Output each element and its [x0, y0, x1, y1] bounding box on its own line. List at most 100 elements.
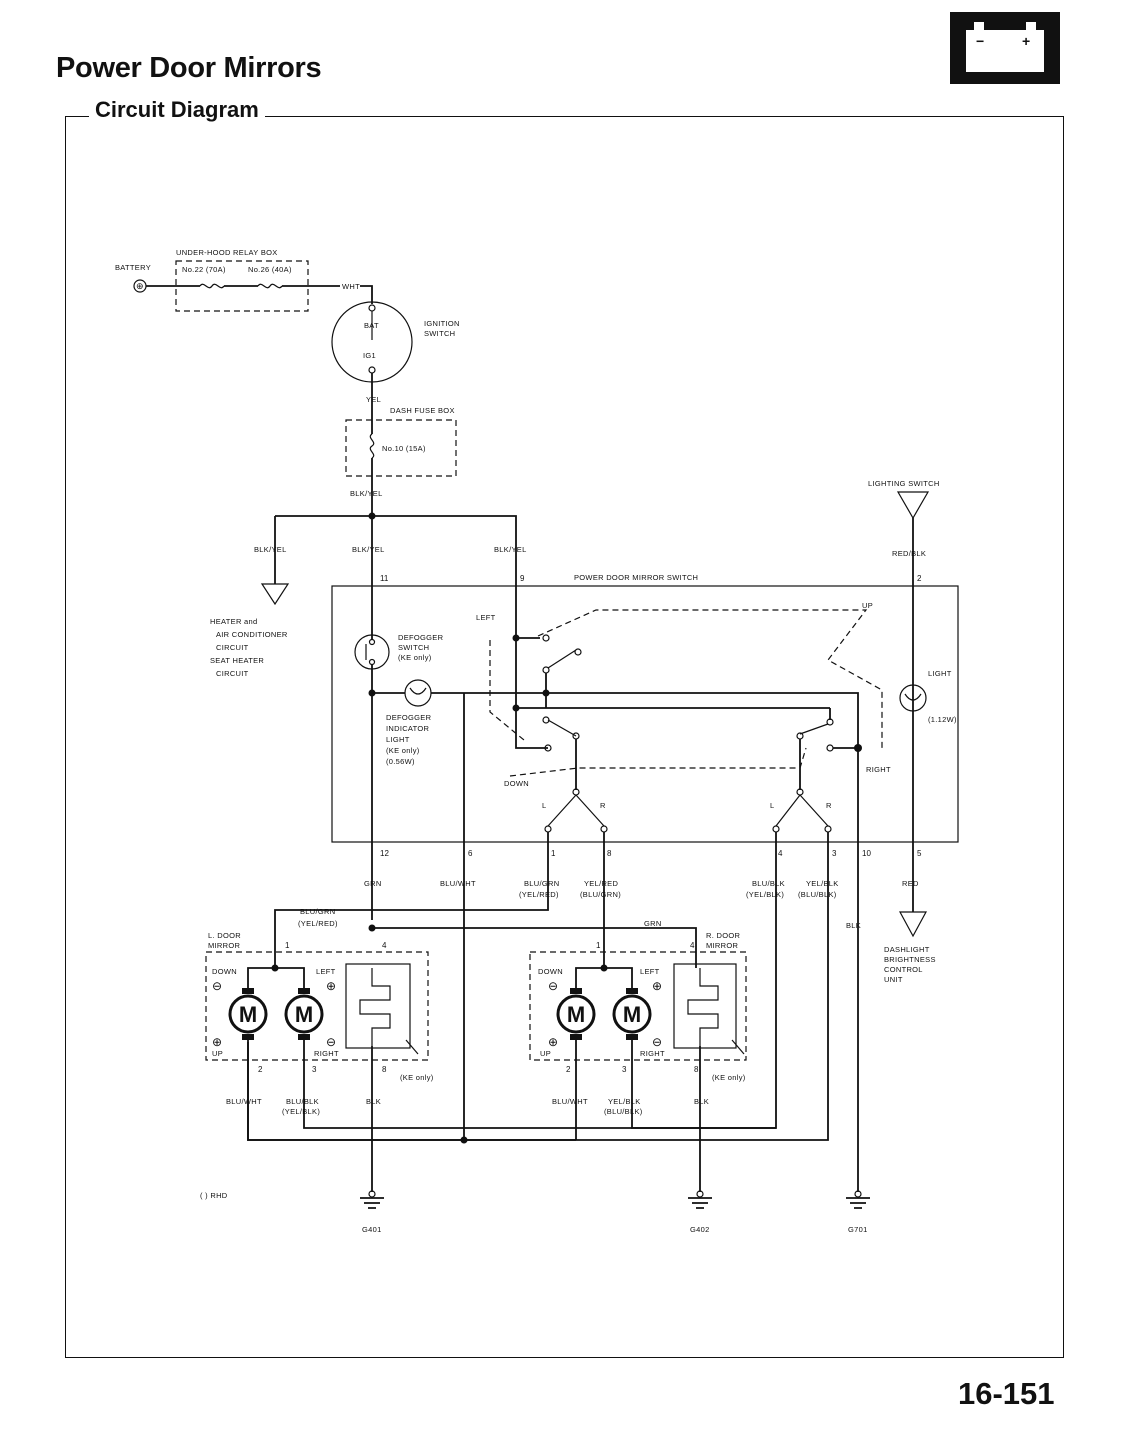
light-watt-label: (1.12W) [928, 715, 957, 724]
right-mirror-motor-1-label: M [567, 1002, 585, 1027]
pin-2-right: 2 [566, 1065, 571, 1074]
pin-3-left: 3 [312, 1065, 317, 1074]
wire-blk-yel-main-label: BLK/YEL [350, 489, 383, 498]
defogger-indicator-label-3: LIGHT [386, 735, 410, 744]
under-hood-box-label: UNDER-HOOD RELAY BOX [176, 248, 278, 257]
seat-heater-label-2: CIRCUIT [216, 669, 249, 678]
l-mirror-label-1: L. DOOR [208, 931, 241, 940]
left-mirror-motor-1-label: M [239, 1002, 257, 1027]
page-title: Power Door Mirrors [56, 52, 322, 84]
pin-3-switch: 3 [832, 849, 837, 858]
down-label: DOWN [504, 779, 529, 788]
pin-8-left: 8 [382, 1065, 387, 1074]
wire-grn-label: GRN [364, 879, 382, 888]
battery-label: BATTERY [115, 263, 151, 272]
left-mirror-heater-icon [359, 968, 391, 1046]
pin-9-top: 9 [520, 574, 525, 583]
dashlight-label-4: UNIT [884, 975, 903, 984]
left-mirror-down-label: DOWN [212, 967, 237, 976]
wire-blk-g701-label: BLK [846, 921, 861, 930]
mirror-switch-label: POWER DOOR MIRROR SWITCH [574, 573, 698, 582]
pin-8-right: 8 [694, 1065, 699, 1074]
left-mirror-up-label: UP [212, 1049, 223, 1058]
pin-5-switch: 5 [917, 849, 922, 858]
left-mirror-motor-1-icon [228, 994, 268, 1034]
ground-g701-icon [846, 1190, 870, 1209]
pin-11: 11 [380, 574, 389, 583]
fuse-26-label: No.26 (40A) [248, 265, 292, 274]
defogger-switch-label-3: (KE only) [398, 653, 432, 662]
wire-blk-yel-switch-label: BLK/YEL [494, 545, 527, 554]
defogger-indicator-label-5: (0.56W) [386, 757, 415, 766]
pin-10: 10 [862, 849, 871, 858]
right-mirror-motor-2-label: M [623, 1002, 641, 1027]
light-label: LIGHT [928, 669, 952, 678]
section-title: Circuit Diagram [89, 97, 265, 123]
dash-fuse-box-label: DASH FUSE BOX [390, 406, 455, 415]
right-mirror-heater-icon [687, 968, 719, 1046]
wire-yel-red-paren-label: (YEL/RED) [519, 890, 559, 899]
g701-label: G701 [848, 1225, 868, 1234]
defogger-indicator-label-4: (KE only) [386, 746, 420, 755]
left-wire-blu-blk-label: BLU/BLK [286, 1097, 319, 1106]
pin-8-switch: 8 [607, 849, 612, 858]
heater-label-3: CIRCUIT [216, 643, 249, 652]
wire-wht-label: WHT [342, 282, 360, 291]
r-contact-left: R [600, 801, 606, 810]
left-wire-blk-label: BLK [366, 1097, 381, 1106]
dashlight-label-1: DASHLIGHT [884, 945, 930, 954]
seat-heater-label-1: SEAT HEATER [210, 656, 264, 665]
pin-1-right: 1 [596, 941, 601, 950]
right-mirror-motor-1-icon [556, 994, 596, 1034]
wire-blu-grn-label: BLU/GRN [524, 879, 559, 888]
left-mirror-heater-box [345, 963, 411, 1049]
left-wire-blu-wht-label: BLU/WHT [226, 1097, 262, 1106]
right-label-switch: RIGHT [866, 765, 891, 774]
pin-6: 6 [468, 849, 473, 858]
wire-grn-cross-label: GRN [644, 919, 662, 928]
pin-4-left: 4 [382, 941, 387, 950]
power-door-mirror-switch-box [331, 585, 959, 843]
pin-2-top: 2 [917, 574, 922, 583]
g401-label: G401 [362, 1225, 382, 1234]
l-mirror-label-2: MIRROR [208, 941, 240, 950]
fuse-10-icon [369, 433, 375, 459]
wire-blk-yel-heater-label: BLK/YEL [254, 545, 287, 554]
left-mirror-motor-2-label: M [295, 1002, 313, 1027]
defogger-indicator-light-icon [404, 679, 432, 707]
l-contact-right: L [770, 801, 774, 810]
fuse-26-icon [257, 283, 283, 289]
defogger-switch-label-1: DEFOGGER [398, 633, 444, 642]
wire-yel-label: YEL [366, 395, 381, 404]
wire-blu-wht-label: BLU/WHT [440, 879, 476, 888]
pin-3-right: 3 [622, 1065, 627, 1074]
pin-4-right: 4 [690, 941, 695, 950]
left-mirror-plus-2: ⊕ [212, 1035, 222, 1049]
left-mirror-plus-1: ⊕ [326, 979, 336, 993]
pin-1-switch: 1 [551, 849, 556, 858]
fuse-22-icon [199, 283, 225, 289]
light-icon [899, 684, 927, 712]
g402-label: G402 [690, 1225, 710, 1234]
right-mirror-plus-2: ⊕ [548, 1035, 558, 1049]
page-number: 16-151 [958, 1376, 1055, 1411]
battery-icon: − + [950, 12, 1060, 84]
wire-blu-blk-paren-label: (BLU/BLK) [798, 890, 837, 899]
bat-terminal-label: BAT [364, 321, 379, 330]
pin-4-switch: 4 [778, 849, 783, 858]
defogger-switch-label-2: SWITCH [398, 643, 429, 652]
pin-1-left: 1 [285, 941, 290, 950]
up-label: UP [862, 601, 873, 610]
heater-label-2: AIR CONDITIONER [216, 630, 288, 639]
left-mirror-minus-1: ⊖ [212, 979, 222, 993]
left-wire-yel-blk-label: (YEL/BLK) [282, 1107, 320, 1116]
right-wire-yel-blk-label: YEL/BLK [608, 1097, 641, 1106]
wire-yel-red-cross-label: (YEL/RED) [298, 919, 338, 928]
right-mirror-right-label: RIGHT [640, 1049, 665, 1058]
ig1-terminal-label: IG1 [363, 351, 376, 360]
wire-yel-blk-label: YEL/BLK [806, 879, 839, 888]
right-wire-blk-label: BLK [694, 1097, 709, 1106]
diagram-frame [65, 116, 1064, 1358]
pin-2-left: 2 [258, 1065, 263, 1074]
